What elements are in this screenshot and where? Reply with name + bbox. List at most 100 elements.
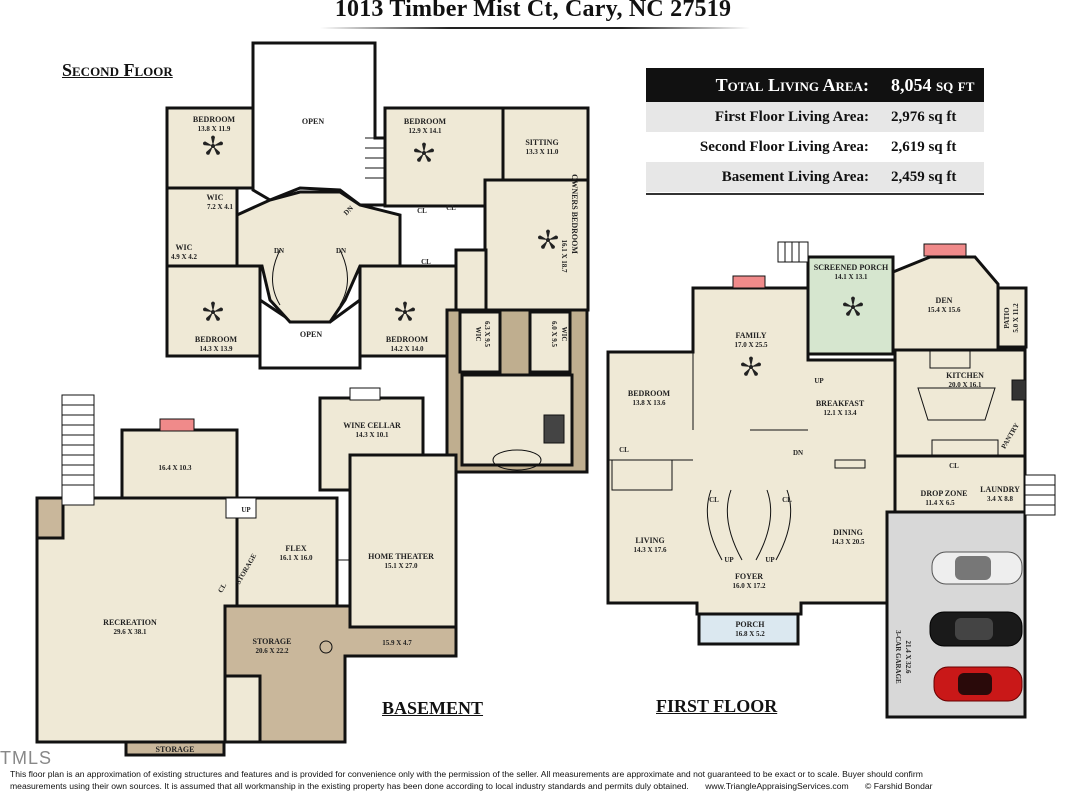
area-value: 2,976 sq ft [890,108,957,125]
bedroom-1-name: BEDROOM [193,115,236,124]
bedroom-name: BEDROOM [628,389,671,398]
closet-label: CL [446,204,456,212]
bedroom-3-name: BEDROOM [195,335,238,344]
bedroom-4-name: BEDROOM [386,335,429,344]
drop-zone-dim: 11.4 X 6.5 [925,499,955,507]
area-row-total: Total Living Area: 8,054 sq ft [646,68,984,102]
room-patio [996,286,1028,349]
room-porch [697,612,800,646]
screened-porch-dim: 14.1 X 13.1 [834,273,868,281]
first-floor-labels: SCREENED PORCH 14.1 X 13.1 DEN 15.4 X 15… [619,263,1021,684]
foyer-dim: 16.0 X 17.2 [732,582,766,590]
home-theater-dim: 15.1 X 27.0 [384,562,418,570]
second-floor-labels: BEDROOM 13.8 X 11.9 OPEN BEDROOM 12.9 X … [171,115,579,353]
closet-label: CL [216,582,228,595]
storage-dim: 20.6 X 22.2 [255,647,289,655]
room-storage [223,604,458,744]
fireplace-icon [923,243,967,257]
wic-4-name: WIC [560,327,568,342]
room-bedroom-2 [383,106,505,208]
copyright: © Farshid Bondar [865,781,933,791]
closet-label: CL [417,207,427,215]
closet-label: CL [421,258,431,266]
screened-porch-name: SCREENED PORCH [814,263,889,272]
car-red-icon [933,666,1023,702]
area-label: Total Living Area: [715,74,869,95]
dining-dim: 14.3 X 20.5 [831,538,865,546]
closet-label: CL [709,496,719,504]
wic-2-name: WIC [176,243,193,252]
up-label: UP [241,506,251,514]
hall-bath [454,248,488,312]
website-link[interactable]: www.TriangleAppraisingServices.com [705,781,849,791]
patio-name: PATIO [1003,307,1011,329]
living-name: LIVING [635,536,664,545]
owners-bedroom-name: OWNERS BEDROOM [570,174,579,254]
breakfast-name: BREAKFAST [816,399,865,408]
basement-details [61,387,381,654]
kitchen-dim: 20.0 X 16.1 [948,381,982,389]
title-underline [320,27,750,29]
sitting-dim: 13.3 X 11.0 [526,148,559,156]
second-floor-label: Second Floor [62,60,173,80]
up-label: UP [724,556,734,564]
closet-label: CL [782,496,792,504]
home-theater-name: HOME THEATER [368,552,434,561]
living-area-table: Total Living Area: 8,054 sq ft First Flo… [646,68,984,192]
family-dim: 17.0 X 25.5 [734,341,768,349]
room-screened-porch [806,255,895,356]
dining-name: DINING [833,528,863,537]
wic-2-dim: 4.9 X 4.2 [171,253,198,261]
wic-1-name: WIC [207,193,224,202]
bedroom-dim: 13.8 X 13.6 [632,399,666,407]
porch-dim: 16.8 X 5.2 [735,630,765,638]
bedroom-4-dim: 14.2 X 14.0 [390,345,424,353]
car-white-icon [931,551,1023,585]
closet-label: CL [949,462,959,470]
page-title: 1013 Timber Mist Ct, Cary, NC 27519 [334,0,732,22]
up-label: UP [814,377,824,385]
second-floor-plan [165,41,590,474]
family-name: FAMILY [735,331,766,340]
open-2-name: OPEN [300,330,322,339]
patio-dim: 5.0 X 11.2 [1012,303,1020,333]
flex-name: FLEX [285,544,307,553]
second-floor-details [272,137,565,471]
hall-dim: 15.9 X 4.7 [382,639,412,647]
area-value: 8,054 sq ft [890,74,975,95]
storage-name: STORAGE [253,637,292,646]
garage-dim: 21.4 X 32.6 [904,640,912,674]
kitchen-name: KITCHEN [946,371,984,380]
disclaimer-text: measurements using their own sources. It… [10,781,689,791]
basement-bath [223,674,262,744]
laundry-dim: 3.4 X 8.8 [987,495,1014,503]
owners-bedroom-dim: 16.1 X 18.7 [560,239,568,273]
mls-logo: TMLS [0,748,53,768]
fireplace-icon [159,418,195,432]
flex-dim: 16.1 X 16.0 [279,554,313,562]
wic-1-dim: 7.2 X 4.1 [207,203,234,211]
storage-2-name: STORAGE [156,745,195,754]
closet-label: CL [619,446,629,454]
wic-3-name: WIC [474,327,482,342]
down-label: DN [274,247,284,255]
car-black-icon [929,611,1023,647]
wic-4-dim: 6.0 X 9.5 [550,321,558,348]
room-laundry-drop [893,454,1027,514]
bedroom-2-name: BEDROOM [404,117,447,126]
recreation-name: RECREATION [103,618,157,627]
wic-3-dim: 6.3 X 9.5 [483,321,491,348]
down-label: DN [336,247,346,255]
wic-3 [458,310,502,374]
sitting-name: SITTING [525,138,558,147]
basement-label: BASEMENT [382,698,484,718]
living-dim: 14.3 X 17.6 [633,546,667,554]
room-den [891,255,1000,352]
disclaimer-line-1: This floor plan is an approximation of e… [10,769,923,779]
room-bedroom-1 [165,106,262,190]
upper-hall [235,190,402,324]
bedroom-3-dim: 14.3 X 13.9 [199,345,233,353]
first-floor-details [608,241,1056,561]
room-owners-bedroom [483,178,590,312]
